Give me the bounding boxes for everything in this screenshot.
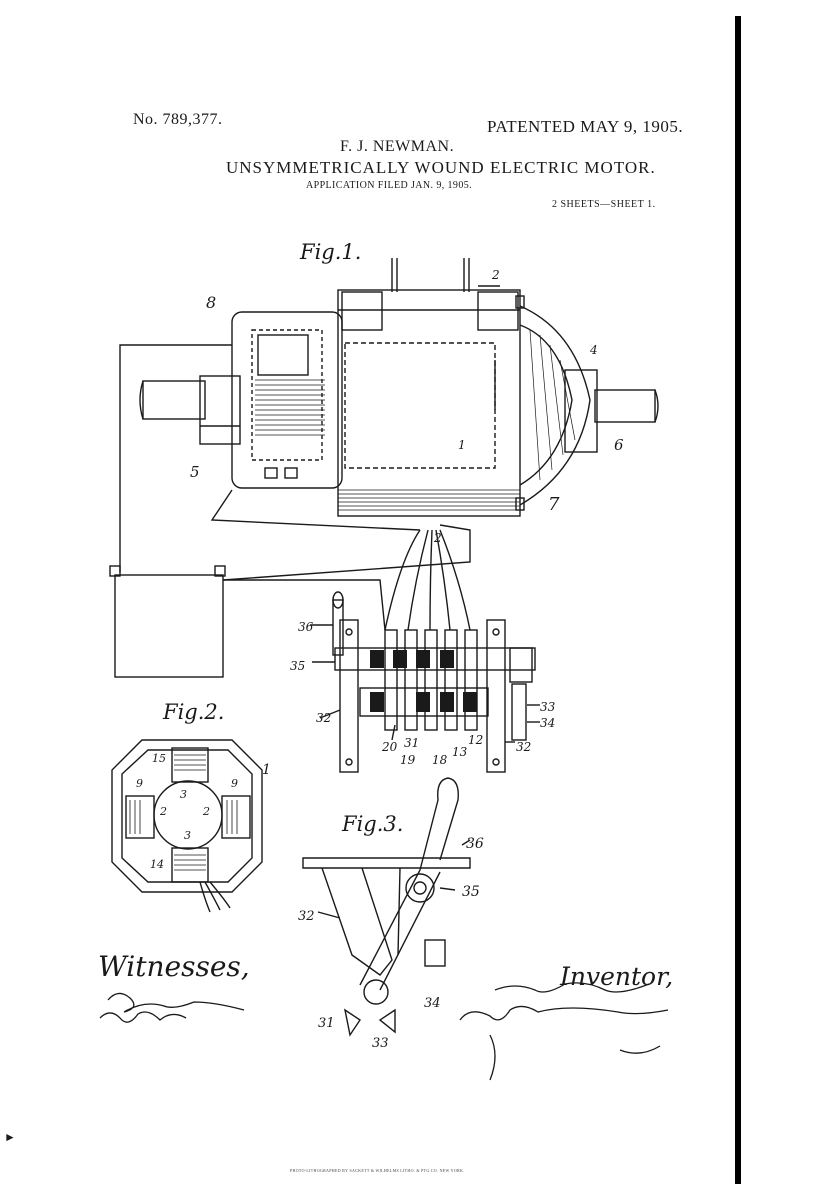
ref-numeral: 4 bbox=[590, 343, 598, 357]
printer-credit: PHOTO-LITHOGRAPHED BY SACKETT & WILHELMS… bbox=[290, 1168, 465, 1173]
fig3-drawing bbox=[302, 777, 471, 1037]
ref-numeral: 31 bbox=[318, 1016, 335, 1031]
ref-numeral: 31 bbox=[404, 736, 420, 750]
signature-scribbles bbox=[99, 982, 669, 1081]
ref-numeral: 5 bbox=[190, 463, 200, 481]
ref-numeral: 18 bbox=[432, 753, 448, 767]
application-filed: APPLICATION FILED JAN. 9, 1905. bbox=[306, 180, 473, 191]
page-edge-bar bbox=[735, 16, 741, 1184]
ref-numeral: 33 bbox=[540, 700, 556, 714]
ref-numeral: 15 bbox=[152, 752, 166, 765]
ref-numeral: 14 bbox=[150, 858, 164, 871]
ref-numeral: 33 bbox=[372, 1036, 389, 1051]
ref-numeral: 8 bbox=[206, 293, 217, 312]
ref-numeral: 12 bbox=[468, 733, 484, 747]
patent-date: PATENTED MAY 9, 1905. bbox=[487, 117, 684, 136]
ref-numeral: 34 bbox=[424, 996, 441, 1011]
ref-numeral: 36 bbox=[298, 620, 314, 634]
ref-numeral: 2 bbox=[160, 805, 167, 818]
ref-numeral: 13 bbox=[452, 745, 468, 759]
ref-numeral: 32 bbox=[516, 740, 532, 754]
ref-numeral: 7 bbox=[548, 494, 560, 515]
ref-numeral: 35 bbox=[290, 659, 306, 673]
patent-title: UNSYMMETRICALLY WOUND ELECTRIC MOTOR. bbox=[226, 158, 656, 177]
ref-numeral: 1 bbox=[262, 762, 271, 778]
ref-numeral: 2 bbox=[203, 805, 210, 818]
ref-numeral: 35 bbox=[462, 884, 480, 900]
ref-numeral: 3 bbox=[184, 829, 191, 842]
ref-numeral: 9 bbox=[231, 777, 238, 790]
ref-numeral: 19 bbox=[400, 753, 416, 767]
witnesses-label: Witnesses, bbox=[98, 950, 250, 983]
inventor-name: F. J. NEWMAN. bbox=[340, 138, 455, 155]
inventor-label: Inventor, bbox=[560, 962, 674, 991]
fig1-drawing bbox=[109, 258, 659, 773]
ref-numeral: 3 bbox=[180, 788, 187, 801]
ref-numeral: 20 bbox=[382, 740, 398, 754]
ref-numeral: 2 bbox=[492, 268, 500, 282]
patent-number: No. 789,377. bbox=[133, 111, 223, 128]
ref-numeral: 32 bbox=[298, 909, 315, 924]
fig2-drawing bbox=[111, 739, 263, 913]
page-marker-icon: ► bbox=[4, 1130, 16, 1144]
ref-numeral: 34 bbox=[540, 716, 556, 730]
fig3-label: Fig.3. bbox=[342, 812, 404, 836]
ref-numeral: 36 bbox=[466, 836, 484, 852]
ref-numeral: 6 bbox=[614, 436, 624, 454]
fig2-label: Fig.2. bbox=[163, 700, 225, 724]
fig1-label: Fig.1. bbox=[300, 240, 362, 264]
ref-numeral: 1 bbox=[458, 438, 466, 452]
sheet-number: 2 SHEETS—SHEET 1. bbox=[552, 199, 656, 210]
ref-numeral: 9 bbox=[136, 777, 143, 790]
